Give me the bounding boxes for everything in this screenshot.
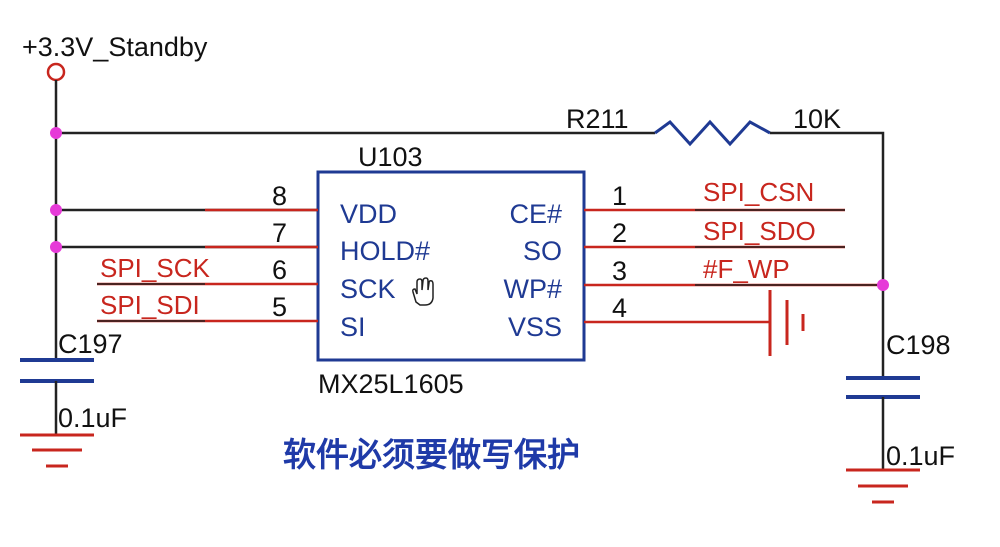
pin-name-vdd: VDD <box>340 199 397 229</box>
junction-dot <box>877 279 889 291</box>
junction-dot <box>50 241 62 253</box>
hand-cursor-icon <box>412 277 434 306</box>
pin-name-vss: VSS <box>508 312 562 342</box>
pin3-number: 3 <box>612 256 627 286</box>
capacitor-c198 <box>846 285 920 470</box>
pin6-number: 6 <box>272 255 287 285</box>
c197-ground-icon <box>20 433 94 468</box>
c197-ref: C197 <box>58 329 123 359</box>
capacitor-c197 <box>20 358 94 435</box>
c198-ref: C198 <box>886 330 951 360</box>
net-f-wp: #F_WP <box>703 254 790 284</box>
pin-name-sck: SCK <box>340 274 396 304</box>
pin-name-so: SO <box>523 236 562 266</box>
pin2-number: 2 <box>612 218 627 248</box>
net-spi-sdi: SPI_SDI <box>100 290 200 320</box>
resistor-to-wp-wire <box>770 131 885 285</box>
pin-name-wp: WP# <box>503 274 562 304</box>
pin8-number: 8 <box>272 181 287 211</box>
resistor-r211-zigzag <box>654 119 771 147</box>
pin5-number: 5 <box>272 292 287 322</box>
power-terminal-circle <box>46 62 66 82</box>
pin4-number: 4 <box>612 293 627 323</box>
pin-name-hold: HOLD# <box>340 236 430 266</box>
junction-dot <box>50 204 62 216</box>
chip-part-number: MX25L1605 <box>318 369 464 399</box>
pin7-number: 7 <box>272 218 287 248</box>
net-spi-csn: SPI_CSN <box>703 177 814 207</box>
pin-name-si: SI <box>340 312 366 342</box>
junction-dot <box>50 127 62 139</box>
resistor-value: 10K <box>793 104 841 134</box>
c198-value: 0.1uF <box>886 441 955 471</box>
power-net-label: +3.3V_Standby <box>22 32 208 62</box>
vss-ground-icon <box>768 290 805 356</box>
chip-u103-body <box>316 170 586 362</box>
net-spi-sck: SPI_SCK <box>100 253 210 283</box>
c197-value: 0.1uF <box>58 403 127 433</box>
resistor-ref: R211 <box>566 104 629 134</box>
pin1-number: 1 <box>612 181 627 211</box>
pin-name-ce: CE# <box>509 199 562 229</box>
c198-ground-icon <box>846 468 920 504</box>
write-protect-note: 软件必须要做写保护 <box>283 435 580 474</box>
chip-ref: U103 <box>358 142 423 172</box>
net-spi-sdo: SPI_SDO <box>703 216 816 246</box>
power-symbol <box>46 62 66 360</box>
